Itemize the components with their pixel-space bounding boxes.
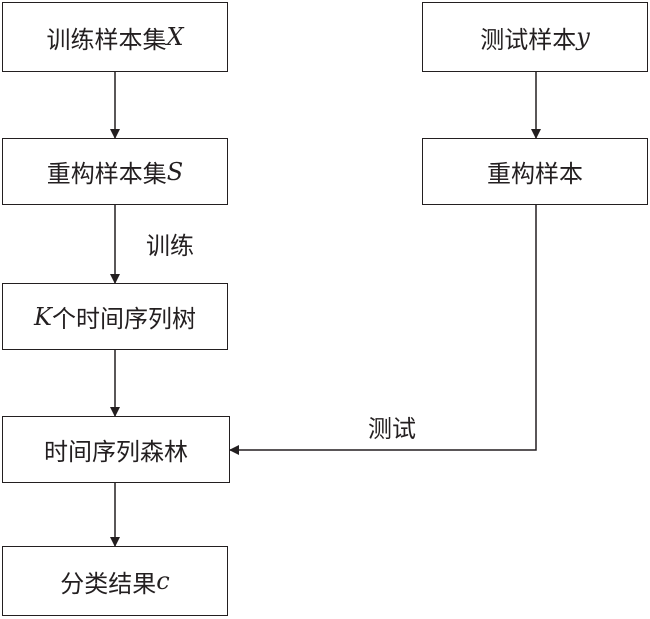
- node-train-set-text: 训练样本集: [46, 25, 167, 54]
- node-forest: 时间序列森林: [2, 416, 230, 483]
- arrow-recon-sample-to-forest: [229, 205, 537, 455]
- edge-label-train: 训练: [146, 232, 194, 260]
- node-test-sample-text: 测试样本: [480, 25, 577, 54]
- node-recon-set-text: 重构样本集: [46, 160, 167, 188]
- node-recon-set-var: S: [166, 157, 184, 186]
- node-recon-sample-text: 重构样本: [487, 160, 583, 188]
- node-result-var: c: [156, 567, 170, 595]
- node-k-trees-text: 个时间序列树: [51, 305, 196, 333]
- node-test-sample-var: y: [576, 23, 590, 51]
- edge-label-test: 测试: [368, 415, 416, 443]
- node-train-set-var: X: [166, 23, 184, 51]
- node-k-trees-var: K: [34, 302, 52, 331]
- node-recon-sample: 重构样本: [422, 138, 648, 205]
- node-forest-text: 时间序列森林: [44, 438, 188, 466]
- node-result-text: 分类结果: [60, 569, 157, 598]
